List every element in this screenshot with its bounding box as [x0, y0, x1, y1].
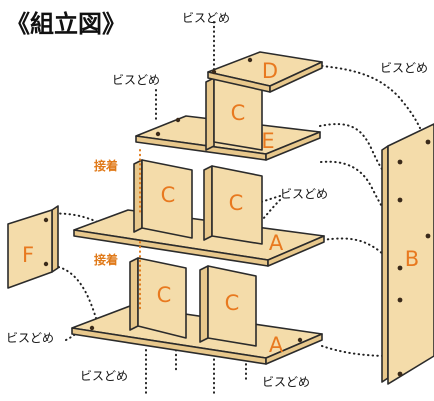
screw-label-bottom-right: ビスどめ: [262, 375, 310, 389]
part-label-d: D: [262, 59, 278, 83]
part-label-a-upper: A: [269, 231, 284, 255]
shelf-a-lower: A: [71, 305, 323, 365]
upper-c-piece: C: [205, 77, 263, 151]
part-label-f: F: [22, 243, 34, 267]
part-label-c-middle-right: C: [229, 191, 244, 215]
middle-c-pieces: C C: [133, 159, 263, 245]
part-label-c-upper: C: [231, 101, 246, 125]
part-label-a-lower: A: [269, 333, 284, 357]
panel-b: B: [381, 123, 434, 385]
panel-f: F: [7, 205, 59, 289]
part-label-c-middle-left: C: [161, 183, 176, 207]
part-label-c-lower-left: C: [157, 283, 172, 307]
lower-c-pieces: C C: [129, 257, 257, 347]
diagram-title: 《組立図》: [6, 10, 126, 38]
shelf-d: D: [207, 51, 323, 93]
screw-label-bottom-left: ビスどめ: [80, 369, 128, 383]
part-label-b: B: [405, 247, 419, 271]
annotation-labels: ビスどめ ビスどめ ビスどめ ビスどめ ビスどめ ビスどめ ビスどめ 接着 接着: [6, 11, 428, 389]
screw-label-middle: ビスどめ: [280, 187, 328, 201]
screw-label-left-lower: ビスどめ: [6, 331, 54, 345]
part-label-e: E: [261, 129, 274, 153]
glue-label-upper: 接着: [94, 158, 118, 173]
screw-label-left-upper: ビスどめ: [112, 73, 160, 87]
glue-label-lower: 接着: [94, 252, 118, 267]
part-label-c-lower-right: C: [225, 291, 240, 315]
screw-label-top: ビスどめ: [182, 11, 230, 25]
screw-label-right-top: ビスどめ: [380, 61, 428, 75]
